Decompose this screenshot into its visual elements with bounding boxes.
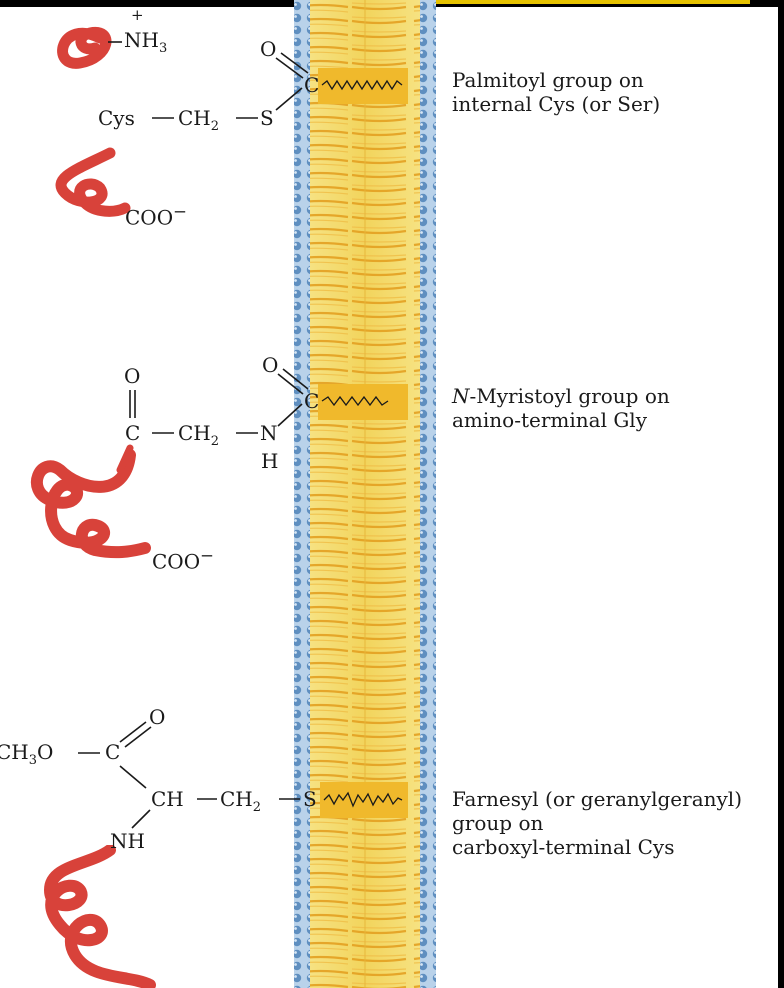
farnesyl-caption-line1: Farnesyl (or geranylgeranyl) bbox=[452, 787, 742, 811]
farnesyl-caption-line2: group on bbox=[452, 811, 742, 835]
right-black-edge bbox=[778, 0, 784, 988]
farnesyl-caption: Farnesyl (or geranylgeranyl) group on ca… bbox=[452, 787, 742, 859]
farnesyl-zigzag bbox=[322, 790, 406, 810]
farnesyl-caption-line3: carboxyl-terminal Cys bbox=[452, 835, 742, 859]
